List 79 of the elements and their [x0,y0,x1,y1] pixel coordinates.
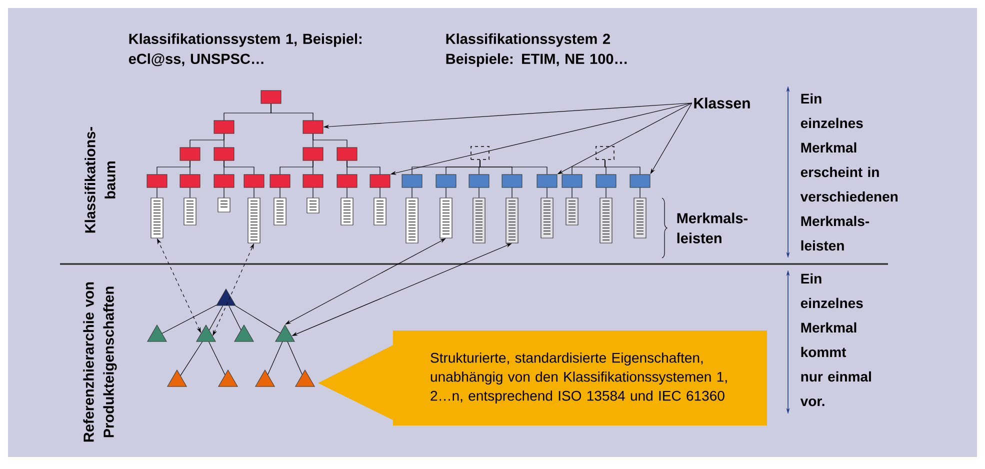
feature-strip [218,198,230,212]
hierarchy-line [235,305,280,334]
class-box [536,174,558,188]
feature-strip [506,198,518,244]
class-box [260,90,282,104]
class-box [562,174,582,188]
class-box [302,147,324,161]
hierarchy-line [268,341,283,375]
property-triangle [255,370,275,387]
hierarchy-line [287,341,302,375]
class-box [630,174,650,188]
tree-connector [346,160,380,175]
class-box [336,147,358,161]
class-box [436,174,456,188]
tree-connector [156,187,158,198]
feature-strip [440,198,452,238]
tree-connector [604,160,640,175]
property-triangle [295,370,315,387]
tree-connector [312,133,348,148]
brace-label: Merkmals- leisten [677,212,748,244]
feature-strip [634,198,646,238]
feature-strip [274,198,286,226]
axis-label: Klassifikations- baum [84,127,116,233]
class-box [468,174,490,188]
title-text: Klassifikationssystem 2 Beispiele: ETIM, NE 100… [446,33,627,67]
property-triangle [167,370,187,387]
class-box [302,120,324,134]
property-triangle [196,324,216,342]
note-text: Ein einzelnes Merkmal kommt nur einmal vor. [800,273,871,406]
class-box [270,174,290,188]
title-text: Klassifikationssystem 1, Beispiel: eCl@ss, UNSPSC… [128,33,362,66]
feature-strip [566,198,578,226]
feature-strip [248,198,260,244]
tree-connector [224,160,254,175]
class-box [214,147,234,161]
class-box [502,174,522,188]
property-triangle [275,324,295,342]
class-box [244,174,264,188]
class-box [336,174,358,188]
property-triangle [218,370,238,387]
feature-strip [374,198,386,226]
axis-label: Referenzhierarchie von Produkteigenschaften [83,282,117,442]
class-box [180,147,200,161]
tree-connector [312,187,314,198]
note-text: Ein einzelnes Merkmal erscheint in verschiedenen Merkmals- leisten [800,93,898,251]
class-box [214,174,234,188]
hierarchy-line [208,305,224,330]
property-triangle [234,324,254,342]
class-box [370,174,390,188]
feature-strip [150,198,164,238]
class-box [146,174,168,188]
tree-connector [480,160,548,175]
feature-strip [406,198,418,244]
hierarchy-line [162,304,217,334]
feature-strip [340,198,354,226]
class-box [470,146,490,160]
property-triangle [216,288,236,306]
feature-strip [472,198,486,244]
feature-strip [540,198,554,238]
feature-strip [600,198,612,244]
tree-connector [312,160,314,175]
callout-box: Strukturierte, standardisierte Eigenschaften, unabhängig von den Klassifikationssystemen 1, 2…n, entsprechend ISO 13584 und IEC 61360 [318,330,767,426]
tree-connector [546,187,548,198]
tree-connector [346,187,348,198]
class-box [180,174,200,188]
property-triangle [147,324,167,342]
class-box [214,120,234,134]
hierarchy-line [228,305,242,330]
class-box [402,174,422,188]
hierarchy-line [180,341,203,376]
feature-strip [306,198,320,214]
feature-strip [184,198,196,226]
class-box [302,174,324,188]
hierarchy-line [208,341,226,376]
tree-connector [270,103,314,121]
class-label: Klassen [694,98,750,108]
tree-connector [478,187,480,198]
class-box [596,174,616,188]
class-box [596,146,614,160]
